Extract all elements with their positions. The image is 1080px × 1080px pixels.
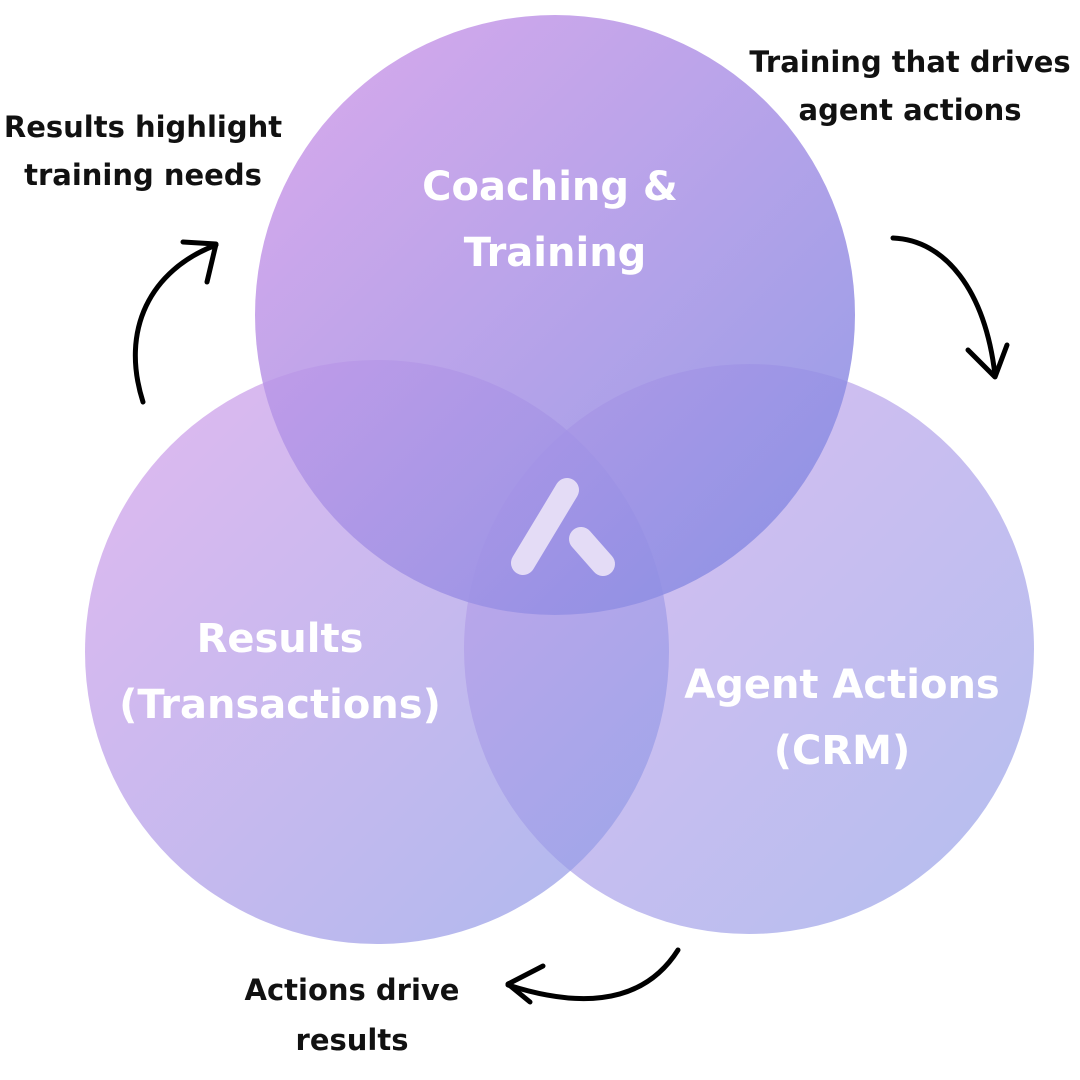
caption-bottom-line1: Actions drive <box>245 973 460 1007</box>
arrow-left-icon <box>132 239 219 405</box>
coaching-label-line2: Training <box>464 230 647 276</box>
caption-top-left-line2: training needs <box>24 158 262 192</box>
arrow-bottom-icon <box>505 947 681 1005</box>
caption-bottom-line2: results <box>296 1023 409 1057</box>
coaching-label-line1: Coaching & <box>422 164 678 210</box>
agent-label-line2: (CRM) <box>774 728 911 774</box>
caption-top-left-line1: Results highlight <box>4 110 282 144</box>
logo-mark-icon <box>511 478 615 576</box>
results-label-line2: (Transactions) <box>119 682 441 728</box>
caption-top-right-line1: Training that drives <box>749 45 1070 79</box>
results-label-line1: Results <box>197 616 364 662</box>
agent-label-line1: Agent Actions <box>684 662 1000 708</box>
caption-top-right-line2: agent actions <box>799 93 1022 127</box>
arrow-right-icon <box>890 235 1010 380</box>
coaching-training-circle <box>255 15 855 615</box>
